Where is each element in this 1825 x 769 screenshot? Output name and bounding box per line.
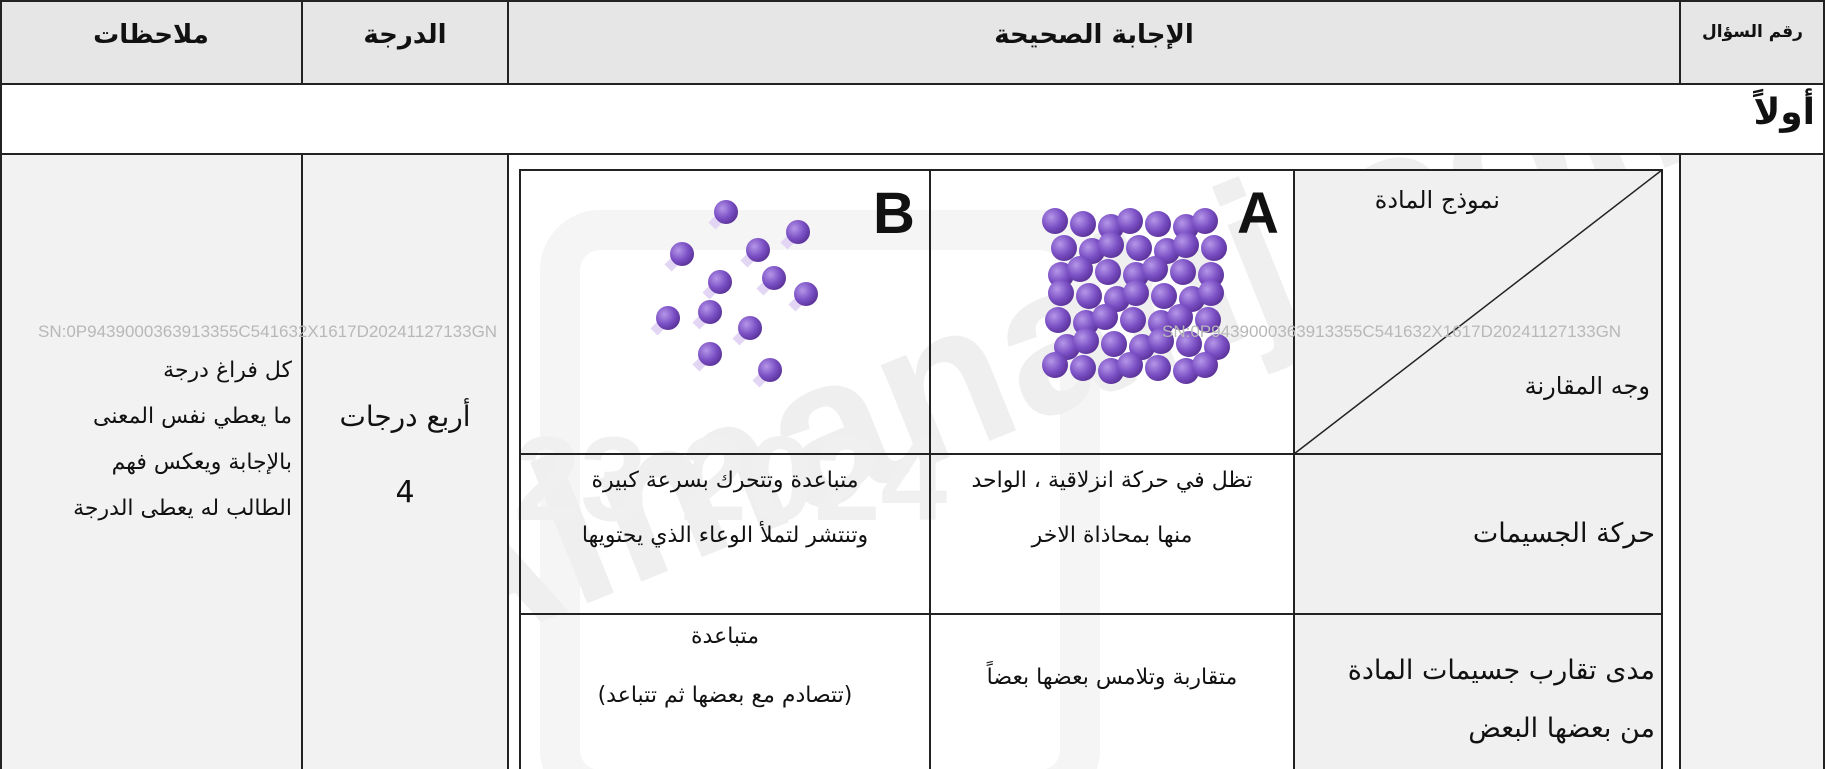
corner-diagonal <box>1294 170 1662 454</box>
header-row <box>0 0 1825 84</box>
solid-particle <box>1145 355 1171 381</box>
notes-column-bg <box>0 154 302 769</box>
notes-line-1: كل فراغ درجة <box>163 358 292 383</box>
solid-particle <box>1070 355 1096 381</box>
criterion-closeness-line-2: من بعضها البعض <box>1468 713 1655 744</box>
section-title: أولاً <box>1753 92 1815 133</box>
model-b-movement: متباعدة وتتحرك بسرعة كبيرة وتنتشر لتملأ … <box>520 468 930 548</box>
solid-particle <box>1201 235 1227 261</box>
gas-particle <box>714 200 738 224</box>
gas-particles-image <box>650 200 818 388</box>
solid-particle <box>1048 280 1074 306</box>
model-b-movement-line-2: وتنتشر لتملأ الوعاء الذي يحتويها <box>581 523 869 548</box>
solid-particle <box>1126 235 1152 261</box>
solid-particle <box>1198 280 1224 306</box>
solid-particle <box>1148 328 1174 354</box>
solid-particle <box>1045 307 1071 333</box>
solid-particle <box>1120 307 1146 333</box>
model-a-movement-line-1: تظل في حركة انزلاقية ، الواحد <box>971 468 1253 493</box>
notes-text: كل فراغ درجة ما يعطي نفس المعنى بالإجابة… <box>20 348 292 532</box>
grade-text: أربع درجات <box>339 400 471 433</box>
gas-particle <box>698 300 722 324</box>
solid-particle <box>1192 208 1218 234</box>
gas-particle <box>670 242 694 266</box>
gas-particle <box>758 358 782 382</box>
solid-particle <box>1173 232 1199 258</box>
criterion-closeness: مدى تقارب جسيمات المادة من بعضها البعض <box>1300 642 1655 758</box>
solid-particle <box>1092 304 1118 330</box>
criterion-cell-bg <box>1294 454 1662 769</box>
solid-particle <box>1098 232 1124 258</box>
model-b-letter: B <box>873 181 915 246</box>
serial-stamp-right: SN:0P9439000363913355C541632X1617D202411… <box>1162 322 1622 341</box>
notes-line-2: ما يعطي نفس المعنى <box>92 404 292 429</box>
solid-particle <box>1067 256 1093 282</box>
model-b-closeness-line-1: متباعدة <box>691 624 759 649</box>
model-b-closeness: متباعدة (تتصادم مع بعضها ثم تتباعد) <box>520 624 930 708</box>
corner-top-label: نموذج المادة <box>1374 186 1500 214</box>
model-a-movement: تظل في حركة انزلاقية ، الواحد منها بمحاذ… <box>930 468 1294 548</box>
solid-particle <box>1198 262 1224 288</box>
solid-particle <box>1170 259 1196 285</box>
solid-particle <box>1151 283 1177 309</box>
section-row <box>0 84 1825 154</box>
criterion-closeness-line-1: مدى تقارب جسيمات المادة <box>1347 655 1655 686</box>
solid-particle <box>1192 352 1218 378</box>
solid-particle <box>1042 352 1068 378</box>
solid-particle <box>1176 331 1202 357</box>
gas-particle <box>656 306 680 330</box>
grade-column-bg <box>302 154 508 769</box>
header-question-number: رقم السؤال <box>1702 22 1803 42</box>
gas-particle <box>794 282 818 306</box>
solid-particle <box>1195 307 1221 333</box>
model-a-closeness: متقاربة وتلامس بعضها بعضاً <box>986 665 1238 690</box>
solid-particle <box>1123 280 1149 306</box>
gas-particle <box>738 316 762 340</box>
solid-particle <box>1117 208 1143 234</box>
solid-particle <box>1042 208 1068 234</box>
corner-bottom-label: وجه المقارنة <box>1524 372 1650 400</box>
grade-number: 4 <box>395 475 415 510</box>
header-grade: الدرجة <box>363 20 447 50</box>
notes-line-4: الطالب له يعطى الدرجة <box>73 496 292 521</box>
header-notes: ملاحظات <box>93 20 209 50</box>
model-b-closeness-line-2: (تتصادم مع بعضها ثم تتباعد) <box>597 683 853 708</box>
solid-particle <box>1070 211 1096 237</box>
solid-particles-image <box>1042 208 1230 384</box>
solid-particle <box>1076 283 1102 309</box>
gas-particle <box>786 220 810 244</box>
serial-stamp-left: SN:0P9439000363913355C541632X1617D202411… <box>38 322 498 341</box>
gas-particle <box>698 342 722 366</box>
solid-particle <box>1117 352 1143 378</box>
gas-particle <box>746 238 770 262</box>
model-a-movement-line-2: منها بمحاذاة الاخر <box>1031 523 1193 548</box>
solid-particle <box>1145 211 1171 237</box>
criterion-movement: حركة الجسيمات <box>1472 518 1655 549</box>
question-column-bg <box>1680 154 1825 769</box>
gas-particle <box>708 270 732 294</box>
model-a-letter: A <box>1237 181 1279 246</box>
solid-particle <box>1142 256 1168 282</box>
solid-particle <box>1095 259 1121 285</box>
solid-particle <box>1051 235 1077 261</box>
gas-particle <box>762 266 786 290</box>
header-correct-answer: الإجابة الصحيحة <box>994 20 1194 50</box>
solid-particle <box>1073 328 1099 354</box>
notes-line-3: بالإجابة ويعكس فهم <box>111 450 292 475</box>
solid-particle <box>1101 331 1127 357</box>
solid-particle <box>1167 304 1193 330</box>
model-b-movement-line-1: متباعدة وتتحرك بسرعة كبيرة <box>591 468 859 493</box>
